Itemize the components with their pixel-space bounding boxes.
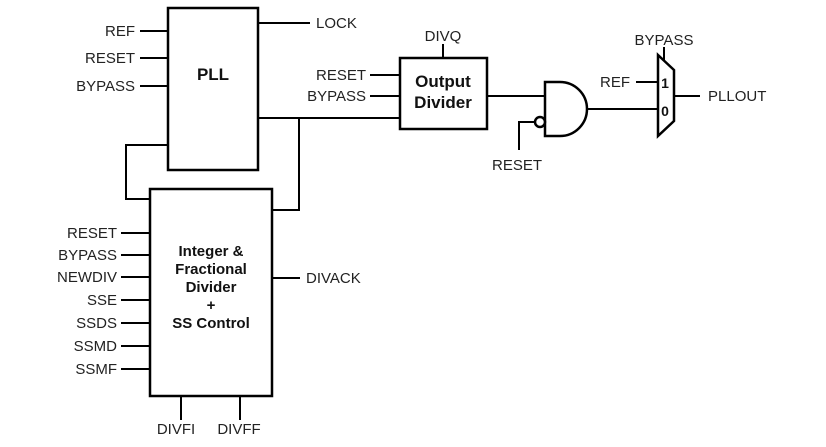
- mux-input-1-digit: 1: [661, 75, 669, 91]
- and-gate-inversion-bubble: [533, 115, 547, 129]
- feedback-left-wire: [125, 144, 168, 200]
- output-divider-input-reset: RESET: [316, 67, 366, 84]
- mux-output-pllout: PLLOUT: [708, 88, 766, 105]
- mux-select-bypass: BYPASS: [635, 32, 694, 49]
- pll-title: PLL: [197, 65, 229, 84]
- and-reset-wire: [518, 121, 535, 150]
- and-gate: [543, 80, 589, 138]
- pll-input-bypass: BYPASS: [76, 78, 135, 95]
- and-input-reset: RESET: [492, 157, 542, 174]
- output-divider-input-bypass: BYPASS: [307, 88, 366, 105]
- divider-output-divack: DIVACK: [306, 270, 361, 287]
- feedback-right-wire: [272, 118, 300, 211]
- pll-input-ref: REF: [105, 23, 135, 40]
- divider-bottom-input-divfi: DIVFI: [157, 421, 195, 438]
- divider-title-line-2: Fractional: [175, 261, 247, 278]
- pll-input-reset: RESET: [85, 50, 135, 67]
- divider-bottom-input-divff: DIVFF: [217, 421, 260, 438]
- mux-input-0-digit: 0: [661, 103, 669, 119]
- divider-title-line-3: Divider: [186, 279, 237, 296]
- output-divider-input-divq: DIVQ: [425, 28, 462, 45]
- divider-title-line-5: SS Control: [172, 315, 250, 332]
- pll-block: [166, 6, 260, 172]
- divider-input-reset: RESET: [67, 225, 117, 242]
- divider-input-sse: SSE: [87, 292, 117, 309]
- divider-title-line-4: +: [207, 297, 216, 314]
- output-divider-title-line-2: Divider: [414, 93, 472, 112]
- divider-input-newdiv: NEWDIV: [57, 269, 117, 286]
- output-divider-title-line-1: Output: [415, 72, 471, 91]
- divider-title-line-1: Integer &: [178, 243, 243, 260]
- pll-output-lock: LOCK: [316, 15, 357, 32]
- divider-block: [148, 187, 274, 398]
- divider-input-ssmf: SSMF: [75, 361, 117, 378]
- divider-input-ssds: SSDS: [76, 315, 117, 332]
- divider-input-ssmd: SSMD: [74, 338, 118, 355]
- mux-input-ref: REF: [600, 74, 630, 91]
- output-mux: [656, 52, 676, 139]
- divider-input-bypass: BYPASS: [58, 247, 117, 264]
